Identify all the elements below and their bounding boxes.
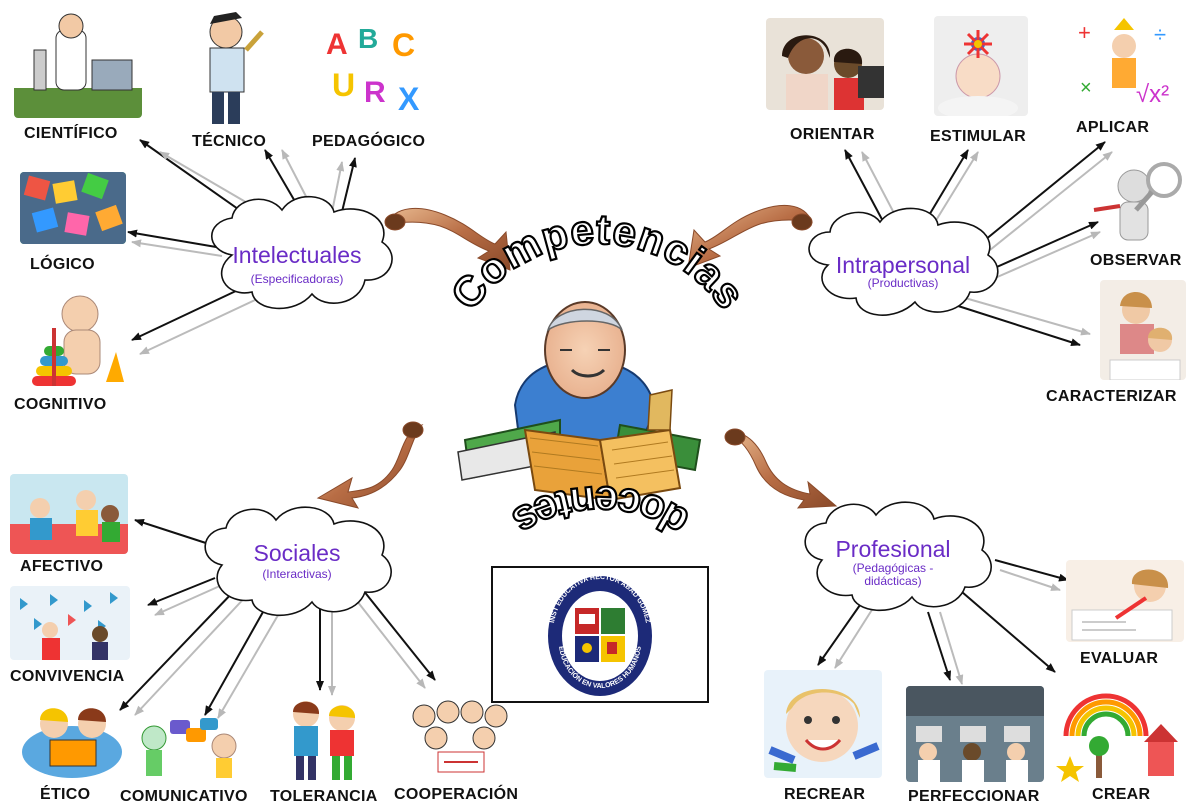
label-observar: OBSERVAR <box>1090 252 1182 269</box>
label-estimular: ESTIMULAR <box>930 128 1027 145</box>
svg-text:U: U <box>332 67 355 103</box>
cloud-title-intelectuales: Intelectuales <box>232 242 362 268</box>
kids-walking-picture <box>278 696 370 784</box>
svg-text:√x²: √x² <box>1136 81 1169 108</box>
svg-text:docentes: docentes <box>504 478 696 547</box>
math-child-picture: + ÷ × √x² <box>1074 14 1184 110</box>
intrapersonal-arrows <box>844 141 1113 347</box>
label-perfeccionar: PERFECCIONAR <box>908 788 1040 805</box>
label-comunicativo: COMUNICATIVO <box>120 788 248 805</box>
writing-child-picture <box>1066 560 1184 642</box>
cloud-intelectuales <box>210 195 393 310</box>
cloud-title-profesional: Profesional <box>835 536 951 562</box>
label-cientifico: CIENTÍFICO <box>24 125 118 142</box>
title-bottom: docentes <box>503 476 697 547</box>
school-emblem: INST EDUCATIVA HÉCTOR ABAD GÓMEZ EDUCACI… <box>548 572 652 696</box>
label-convivencia: CONVIVENCIA <box>10 668 125 685</box>
sociales-arrows <box>119 518 436 719</box>
svg-text:A: A <box>326 28 348 61</box>
label-cognitivo: COGNITIVO <box>14 396 107 413</box>
cloud-title-sociales: Sociales <box>253 540 341 566</box>
svg-text:+: + <box>1078 20 1091 45</box>
label-tolerancia: TOLERANCIA <box>270 788 378 805</box>
kids-group-picture <box>408 698 512 780</box>
kids-wall-picture <box>10 586 130 660</box>
label-recrear: RECREAR <box>784 786 866 803</box>
kids-talking-picture <box>134 716 244 780</box>
label-evaluar: EVALUAR <box>1080 650 1159 667</box>
cloud-title-intrapersonal: Intrapersonal <box>835 252 971 278</box>
scientist-picture <box>14 10 142 118</box>
profesional-arrows <box>817 559 1069 685</box>
svg-text:÷: ÷ <box>1154 22 1166 47</box>
teacher-student-picture <box>1100 280 1186 380</box>
svg-text:Competencias: Competencias <box>442 206 755 318</box>
label-caracterizar: CARACTERIZAR <box>1046 388 1177 405</box>
label-pedagogico: PEDAGÓGICO <box>312 133 426 150</box>
svg-text:R: R <box>364 76 386 109</box>
mother-child-picture <box>766 18 884 110</box>
baby-toy-picture <box>934 16 1028 116</box>
cloud-profesional <box>804 501 992 612</box>
label-aplicar: APLICAR <box>1076 119 1150 136</box>
baby-rings-picture <box>14 288 126 390</box>
classroom-picture <box>906 686 1044 782</box>
drawing-picture <box>1056 686 1184 782</box>
kids-playing-picture <box>10 474 128 554</box>
cloud-subtitle-sociales: (Interactivas) <box>262 567 332 581</box>
title-svg: Competencias docentes <box>441 204 755 547</box>
title-top: Competencias <box>441 204 755 318</box>
svg-text:B: B <box>358 23 378 54</box>
cloud-sociales <box>204 506 392 617</box>
cloud-subtitle-intrapersonal: (Productivas) <box>867 276 939 290</box>
label-logico: LÓGICO <box>30 256 95 273</box>
svg-text:×: × <box>1080 77 1092 99</box>
label-cooperacion: COOPERACIÓN <box>394 786 519 803</box>
cloud-subtitle-profesional-1: (Pedagógicas - <box>852 561 934 575</box>
label-orientar: ORIENTAR <box>790 126 875 143</box>
painted-face-child-picture <box>764 670 882 778</box>
label-etico: ÉTICO <box>40 786 91 803</box>
svg-text:C: C <box>392 27 415 63</box>
kids-reading-picture <box>20 700 126 780</box>
cloud-subtitle-profesional-2: didácticas) <box>864 574 922 588</box>
label-crear: CREAR <box>1092 786 1151 803</box>
technician-picture <box>196 10 268 128</box>
cloud-intrapersonal <box>808 207 999 316</box>
label-afectivo: AFECTIVO <box>20 558 104 575</box>
cloud-subtitle-intelectuales: (Especificadoras) <box>250 272 344 286</box>
label-tecnico: TÉCNICO <box>192 133 267 150</box>
puzzle-picture <box>20 172 126 244</box>
svg-text:X: X <box>398 81 420 117</box>
magnifier-figure-picture <box>1086 150 1186 246</box>
curved-arrows <box>316 204 838 509</box>
school-logo-box: INST EDUCATIVA HÉCTOR ABAD GÓMEZ EDUCACI… <box>491 566 709 703</box>
reading-teacher-illustration <box>457 301 702 502</box>
